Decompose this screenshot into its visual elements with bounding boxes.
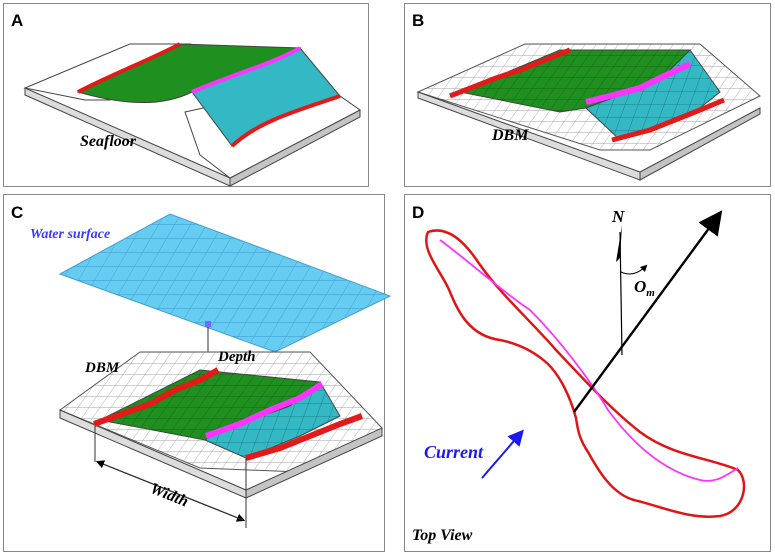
dbm-slope-base-c <box>245 413 364 461</box>
panel-b-graphic <box>416 43 761 181</box>
dbm-shelf-break <box>585 61 692 105</box>
angle-arc <box>620 264 648 275</box>
angle-label: Om <box>634 277 655 299</box>
north-arrow-head <box>616 225 622 262</box>
dbm-shelf-break-c <box>205 381 324 439</box>
panel-c-label: C <box>11 203 23 222</box>
channel-axis-line <box>439 239 739 482</box>
width-arrow-back <box>95 460 244 521</box>
depth-marker <box>205 321 211 327</box>
water-surface-label: Water surface <box>30 227 110 242</box>
dbm-slope-base <box>611 97 725 143</box>
panel-a-graphic <box>23 42 361 187</box>
water-surface-plane <box>58 213 392 353</box>
current-arrow <box>481 429 524 479</box>
depth-label: Depth <box>217 349 256 365</box>
panel-d-graphic <box>425 210 746 518</box>
top-view-label: Top View <box>412 527 473 544</box>
channel-outline <box>425 229 746 518</box>
north-line <box>619 231 623 356</box>
panel-a-label: A <box>11 11 23 30</box>
dbm-plateau-edge <box>449 47 571 99</box>
width-label: Width <box>148 480 191 511</box>
plateau-left-edge <box>77 42 181 94</box>
angle-symbol: O <box>634 277 646 296</box>
panel-c-graphic <box>58 213 392 528</box>
dbm-side-right <box>639 107 761 181</box>
dbm-plateau-edge-c <box>92 367 220 427</box>
seafloor-caption: Seafloor <box>80 133 137 150</box>
panel-d-label: D <box>412 203 424 222</box>
dbm-label-c: DBM <box>84 360 120 376</box>
shelf-break-line <box>191 46 301 94</box>
dbm-caption: DBM <box>491 127 529 144</box>
orientation-arrow <box>573 210 723 413</box>
slope-base-edge <box>230 94 341 148</box>
north-label: N <box>611 207 625 226</box>
angle-subscript: m <box>646 287 655 299</box>
current-label: Current <box>424 442 484 462</box>
panel-b-label: B <box>412 11 424 30</box>
